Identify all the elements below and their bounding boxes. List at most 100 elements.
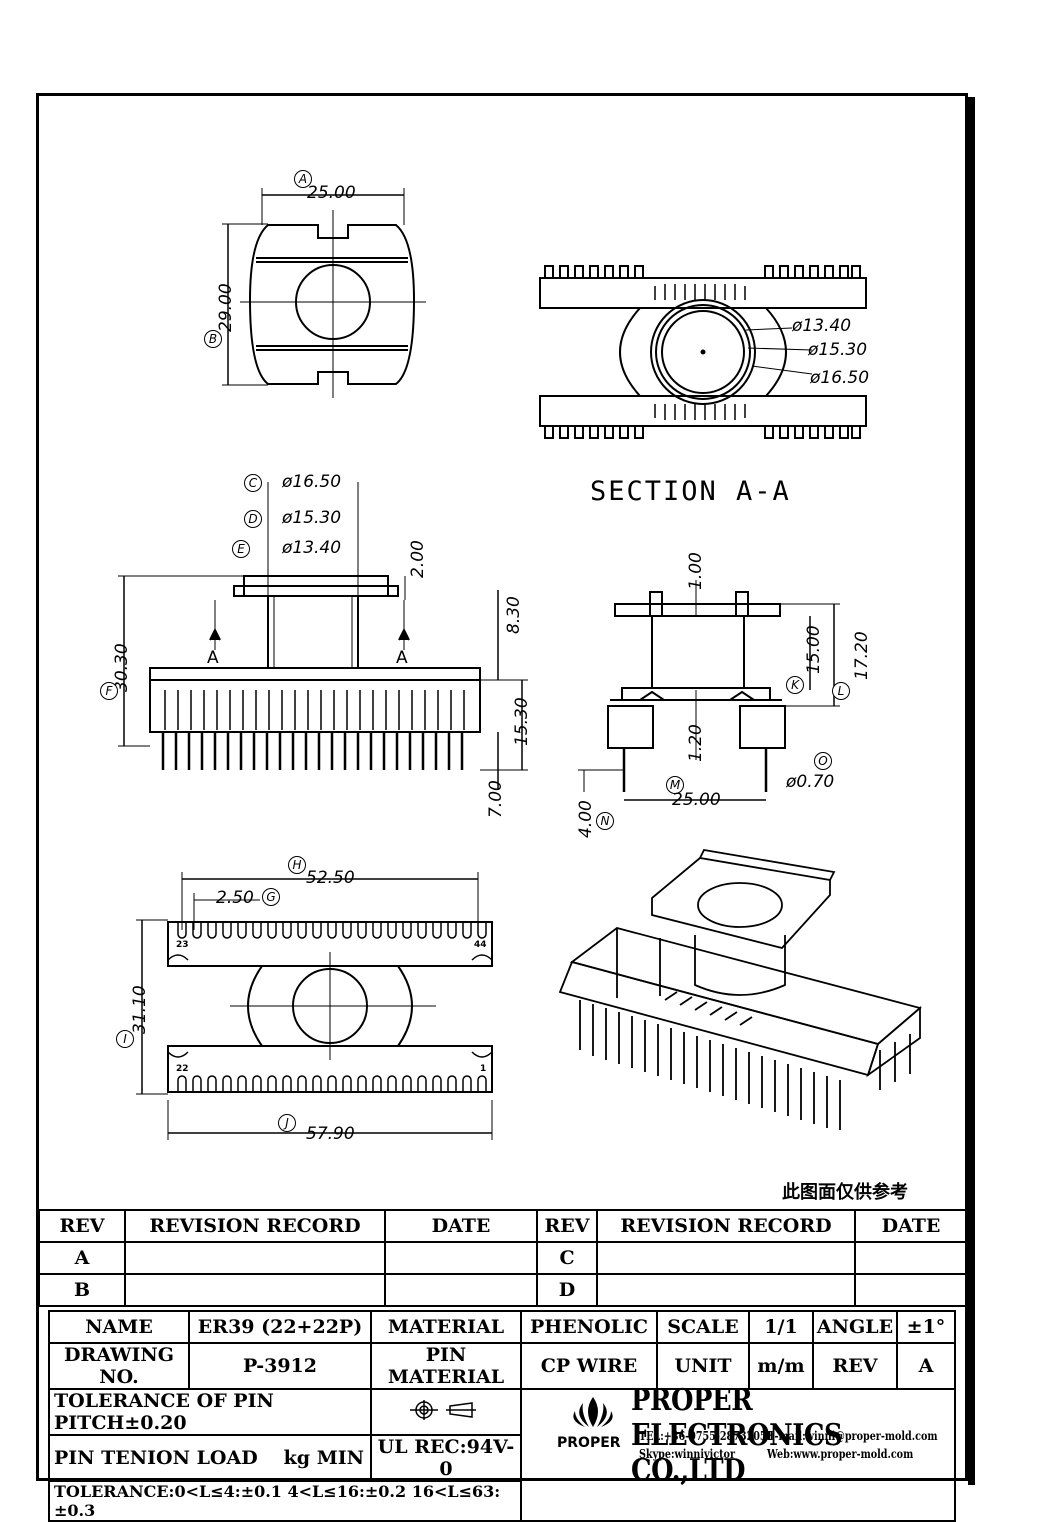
top-view: [222, 188, 426, 398]
dim-side-pin: ø0.70: [786, 772, 835, 792]
revision-row: B D: [38, 1273, 968, 1307]
mark-k: K: [786, 676, 804, 694]
dim-side-outer: 17.20: [852, 631, 872, 680]
dim-front-flange: 2.00: [408, 540, 428, 578]
unit-label: UNIT: [656, 1342, 750, 1390]
name-value: ER39 (22+22P): [188, 1310, 372, 1344]
proper-logo-icon: [573, 1397, 613, 1427]
record-cell: [124, 1273, 386, 1307]
dim-top-width: 25.00: [307, 183, 356, 203]
angle-label: ANGLE: [812, 1310, 898, 1344]
section-mark-left: A: [207, 648, 219, 668]
mark-g: G: [262, 888, 280, 906]
ul-rec: UL REC:94V-0: [370, 1434, 522, 1482]
pin-label-1: 1: [480, 1064, 487, 1074]
info-row-2: DRAWING NO. P-3912 PIN MATERIAL CP WIRE …: [48, 1342, 956, 1390]
section-mark-right: A: [396, 648, 408, 668]
company-name: PROPER ELECTRONICS CO.,LTD: [631, 1383, 843, 1488]
mark-c: C: [244, 474, 262, 492]
dim-front-dc: ø16.50: [282, 472, 342, 492]
mark-a: A: [294, 170, 312, 188]
projection-symbol: [370, 1388, 522, 1436]
side-view: [578, 580, 840, 801]
pin-label-23: 23: [176, 940, 189, 950]
record-cell: [596, 1241, 856, 1275]
dim-front-dd: ø15.30: [282, 508, 342, 528]
header-rev-2: REV: [536, 1209, 598, 1243]
front-view: [118, 482, 528, 790]
material-label: MATERIAL: [370, 1310, 522, 1344]
projection-symbol-icon: [410, 1399, 476, 1420]
angle-value: ±1°: [896, 1310, 956, 1344]
mark-i: I: [116, 1030, 134, 1048]
pin-label-44: 44: [474, 940, 487, 950]
info-row-4: PIN TENION LOAD kg MIN UL REC:94V-0: [48, 1434, 955, 1482]
mark-h: H: [288, 856, 306, 874]
rev-cell: B: [38, 1273, 126, 1307]
company-skype: Skype:winnivictor: [639, 1447, 736, 1461]
unit-value: m/m: [748, 1342, 814, 1390]
section-view: [539, 265, 867, 439]
frame-shadow: [968, 97, 975, 1485]
pitch-tolerance: TOLERANCE OF PIN PITCH±0.20: [48, 1388, 372, 1436]
company-tel: TEL:+86-0755-28732058: [639, 1429, 774, 1443]
header-revision-record: REVISION RECORD: [124, 1209, 386, 1243]
pin-load-label: PIN TENION LOAD: [54, 1447, 258, 1469]
isometric-view: [558, 849, 922, 1130]
material-value: PHENOLIC: [520, 1310, 658, 1344]
company-email: E-mail:winni@proper-mold.com: [767, 1429, 938, 1443]
mark-n: N: [596, 812, 614, 830]
pin-load: PIN TENION LOAD kg MIN: [48, 1434, 372, 1482]
rev-cell: D: [536, 1273, 598, 1307]
rev-cell: A: [38, 1241, 126, 1275]
revision-header-row: REV REVISION RECORD DATE REV REVISION RE…: [38, 1209, 968, 1243]
mark-j: J: [278, 1114, 296, 1132]
reference-note: 此图面仅供参考: [782, 1182, 908, 1203]
mark-l: L: [832, 682, 850, 700]
drawing-no-value: P-3912: [188, 1342, 372, 1390]
dim-front-pin: 7.00: [486, 780, 506, 818]
pin-load-unit: kg MIN: [283, 1447, 364, 1469]
dim-side-inner: 15.00: [804, 625, 824, 674]
bottom-view: [136, 872, 493, 1140]
date-cell: [854, 1273, 968, 1307]
mark-b: B: [204, 330, 222, 348]
section-title: SECTION A-A: [590, 476, 791, 507]
record-cell: [124, 1241, 386, 1275]
drawing-no-label: DRAWING NO.: [48, 1342, 190, 1390]
dim-front-de: ø13.40: [282, 538, 342, 558]
dim-front-upper: 8.30: [504, 596, 524, 634]
info-row-1: NAME ER39 (22+22P) MATERIAL PHENOLIC SCA…: [48, 1310, 956, 1344]
dim-bottom-pitch: 2.50: [216, 888, 254, 908]
name-label: NAME: [48, 1310, 190, 1344]
date-cell: [384, 1273, 538, 1307]
pin-label-22: 22: [176, 1064, 189, 1074]
mark-o: O: [814, 752, 832, 770]
rev-label: REV: [812, 1342, 898, 1390]
mark-m: M: [666, 776, 684, 794]
revision-table: REV REVISION RECORD DATE REV REVISION RE…: [38, 1209, 968, 1307]
company-info: PROPER PROPER ELECTRONICS CO.,LTD TEL:+8…: [553, 1379, 955, 1488]
dim-side-span: 25.00: [672, 790, 721, 810]
rev-value: A: [896, 1342, 956, 1390]
dim-side-top: 1.00: [686, 552, 706, 590]
date-cell: [854, 1241, 968, 1275]
pin-material-label: PIN MATERIAL: [370, 1342, 522, 1390]
date-cell: [384, 1241, 538, 1275]
dim-front-total: 30.30: [112, 643, 132, 692]
dim-bottom-overall: 57.90: [306, 1124, 355, 1144]
scale-value: 1/1: [748, 1310, 814, 1344]
pin-material-value: CP WIRE: [520, 1342, 658, 1390]
dim-bottom-length: 52.50: [306, 868, 355, 888]
dim-side-standoff: 4.00: [576, 800, 596, 838]
dim-section-d2: ø15.30: [808, 340, 868, 360]
dim-front-lower: 15.30: [512, 697, 532, 746]
header-date-2: DATE: [854, 1209, 968, 1243]
dim-section-d3: ø16.50: [810, 368, 870, 388]
revision-row: A C: [38, 1241, 968, 1275]
mark-f: F: [100, 682, 118, 700]
mark-d: D: [244, 510, 262, 528]
company-web: Web:www.proper-mold.com: [767, 1447, 914, 1461]
dim-section-d1: ø13.40: [792, 316, 852, 336]
